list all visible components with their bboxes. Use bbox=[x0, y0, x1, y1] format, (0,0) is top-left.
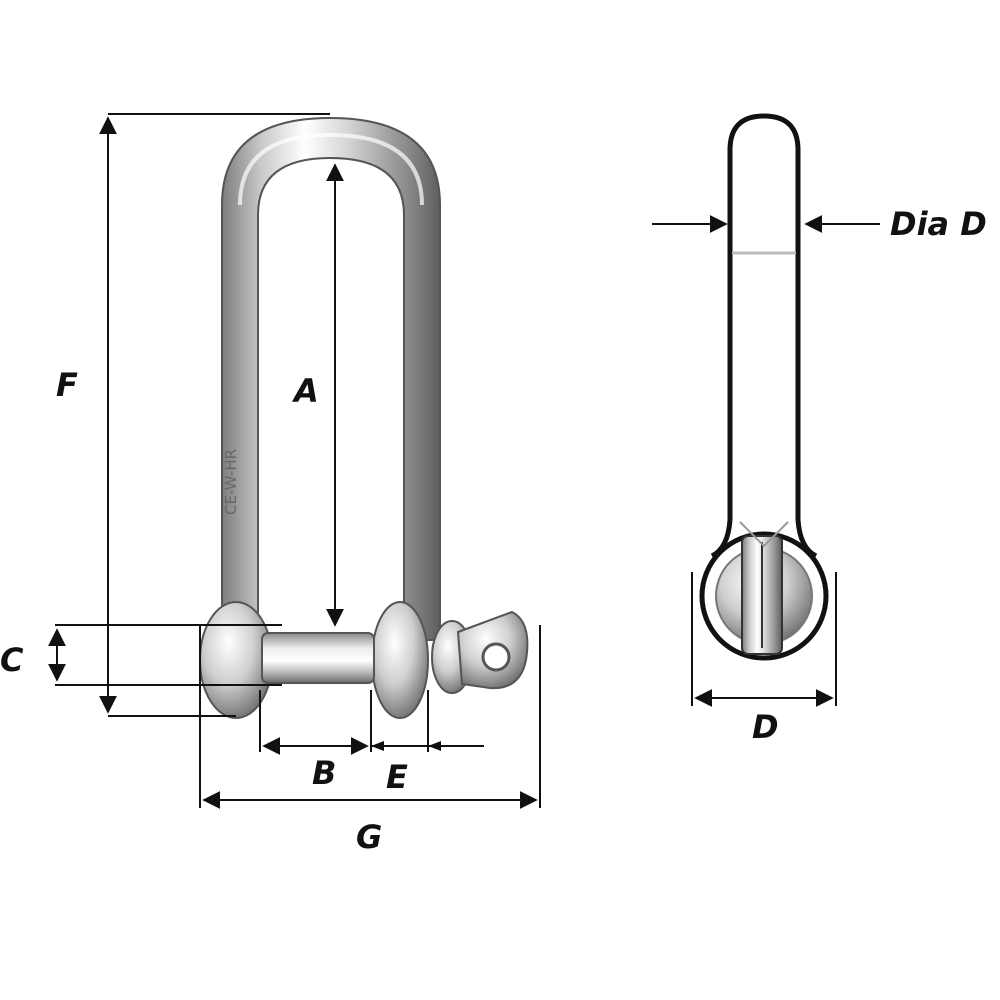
shackle-front-view: CE-W-HR bbox=[199, 116, 529, 719]
shackle-side-view bbox=[699, 113, 829, 661]
label-e: E bbox=[386, 758, 408, 796]
pin-head-hole bbox=[481, 642, 511, 672]
label-g: G bbox=[356, 818, 382, 856]
label-f: F bbox=[56, 366, 78, 404]
shackle-bow bbox=[221, 116, 441, 641]
shackle-pin bbox=[261, 632, 375, 684]
shackle-right-eye bbox=[371, 601, 429, 719]
front-dimensions bbox=[48, 113, 541, 809]
label-dia-d: Dia D bbox=[890, 205, 987, 243]
engraving-text: CE-W-HR bbox=[222, 449, 240, 515]
label-a: A bbox=[291, 372, 319, 410]
label-d: D bbox=[752, 708, 779, 746]
label-c: C bbox=[0, 641, 24, 679]
side-dimensions bbox=[652, 215, 880, 707]
side-bow bbox=[727, 113, 801, 520]
label-b: B bbox=[312, 754, 336, 792]
